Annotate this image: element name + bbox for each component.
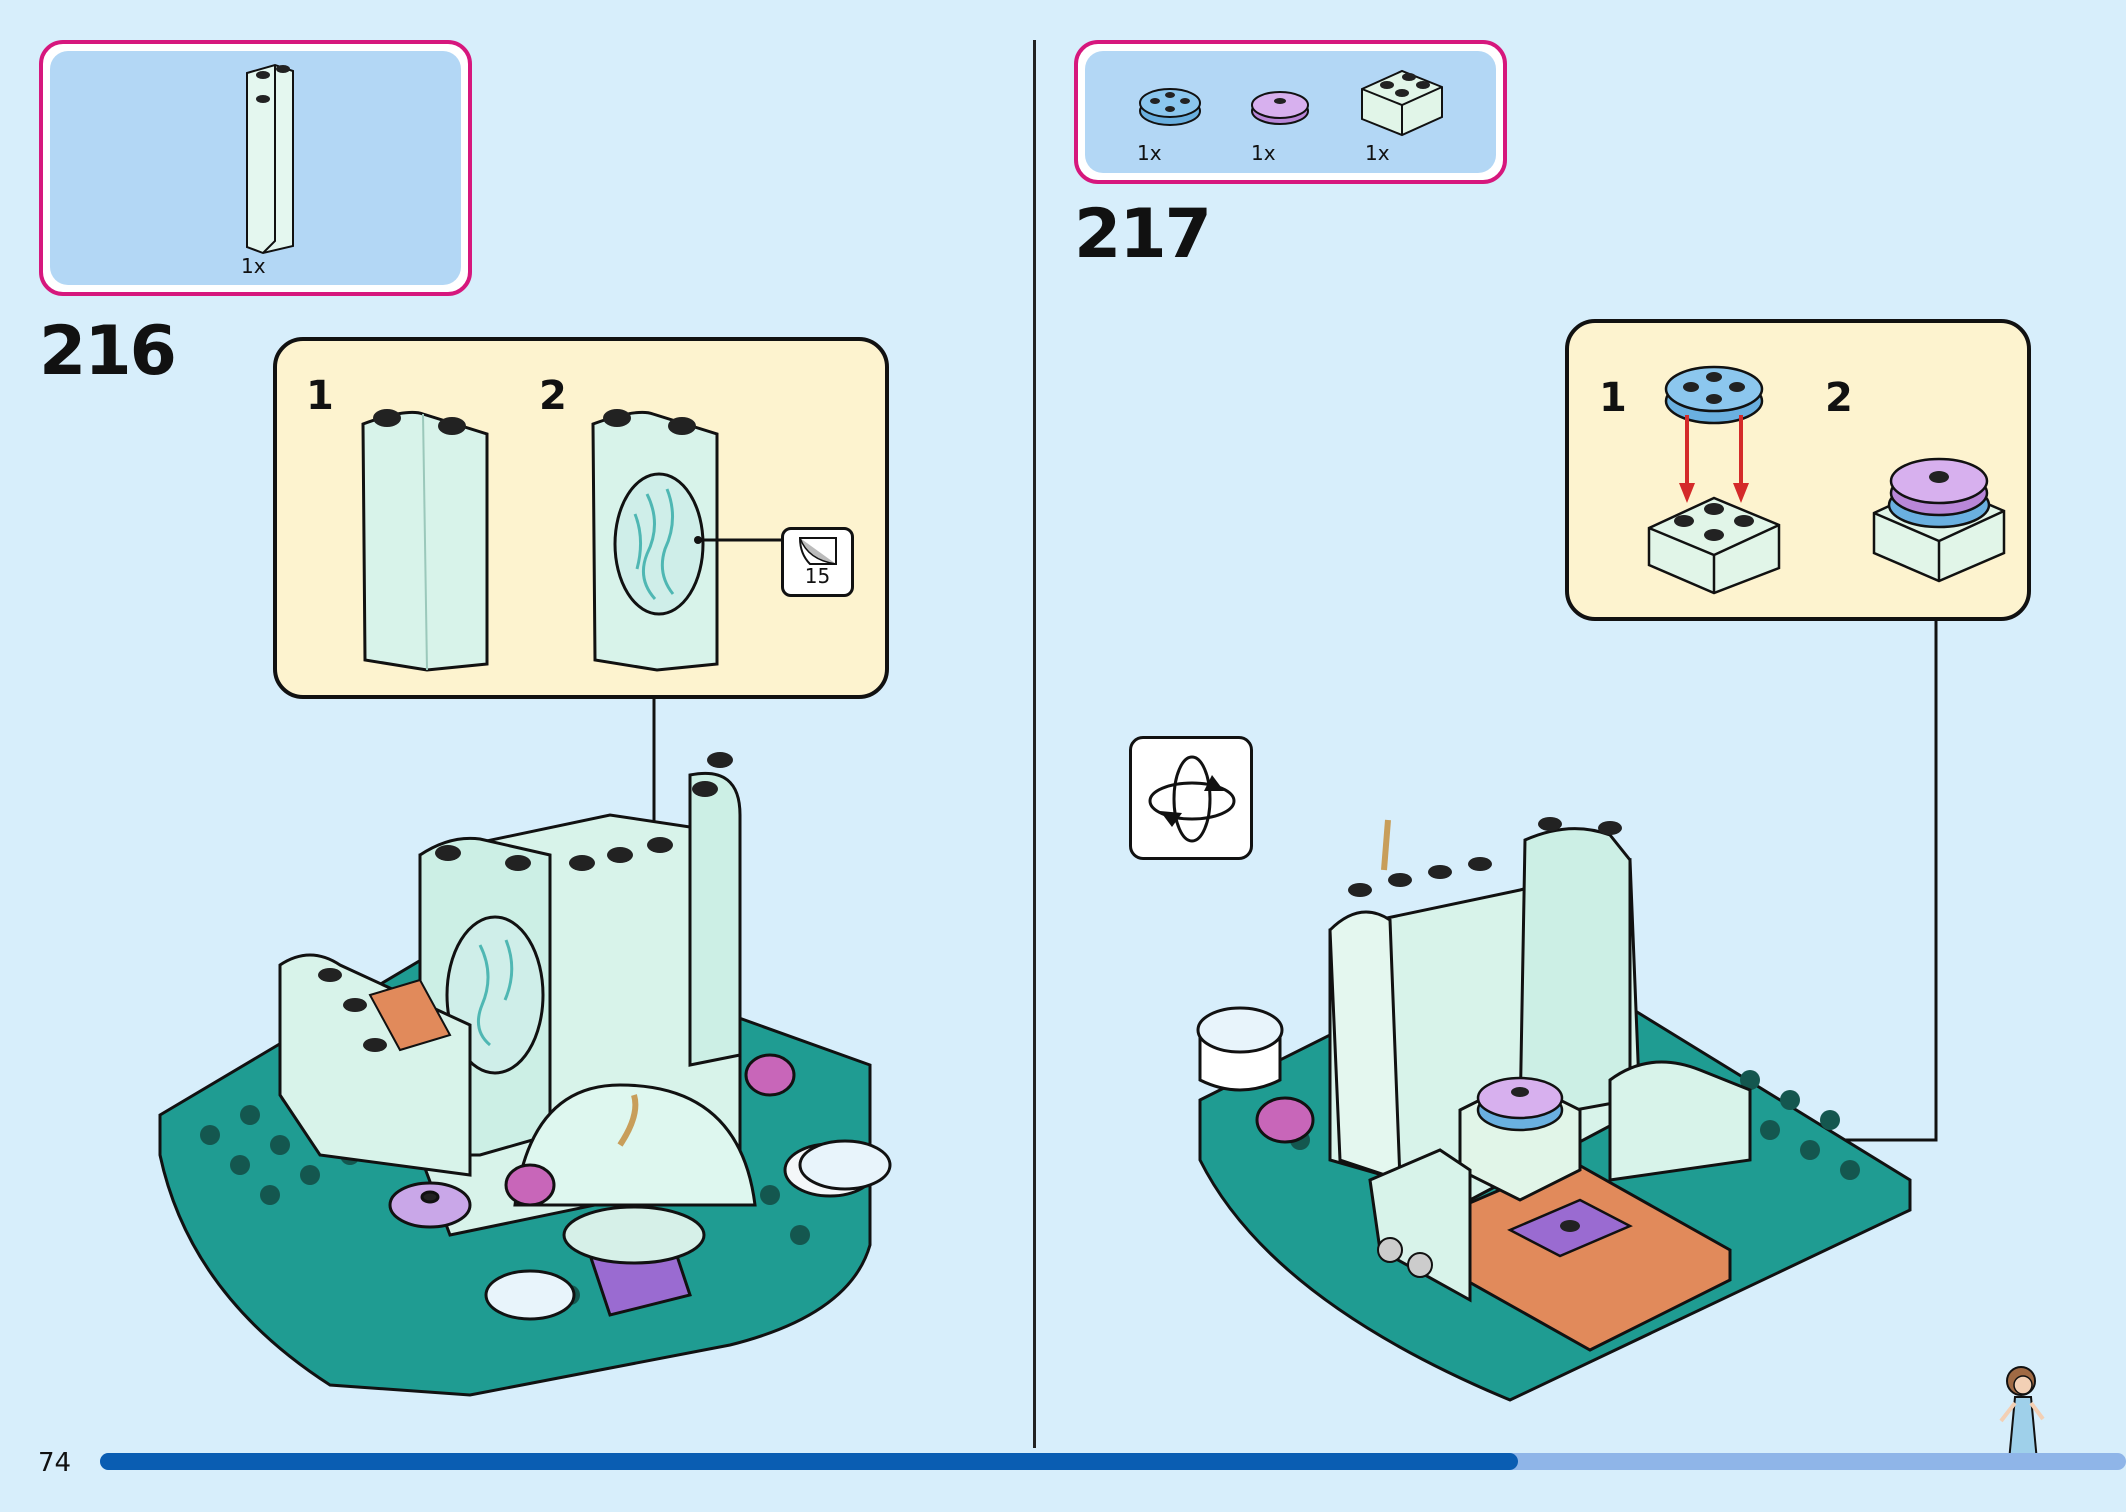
progress-bar: [100, 1453, 2126, 1470]
part-qty: 1x: [1137, 141, 1162, 165]
substep-label: 1: [306, 373, 334, 419]
curved-panel-sticker-icon: [591, 409, 719, 672]
model-illustration-217: [1196, 817, 1912, 1402]
parts-list-216: 1x: [39, 40, 472, 296]
parts-list-217: 1x 1x 1x: [1074, 40, 1507, 184]
parts-list-217-inner: 1x 1x 1x: [1085, 51, 1496, 173]
mini-doll-figure: [1999, 1366, 2045, 1462]
substep-label: 2: [1825, 375, 1853, 421]
lavender-round-tile-icon: [1251, 91, 1309, 125]
sticker-number: 15: [804, 564, 831, 588]
tile-on-plate-icon: [1872, 457, 2006, 583]
page-number: 74: [38, 1448, 72, 1478]
blue-round-plate-icon: [1139, 88, 1201, 126]
parts-list-216-inner: 1x: [50, 51, 461, 285]
rotate-model-box: [1129, 736, 1253, 860]
part-qty: 1x: [1365, 141, 1390, 165]
step-number-216: 216: [39, 312, 177, 391]
substep-label: 2: [539, 373, 567, 419]
rotate-model-icon: [1148, 755, 1236, 843]
mint-brick-icon: [1361, 69, 1443, 137]
model-illustration-216: [158, 752, 892, 1397]
part-qty: 1x: [1251, 141, 1276, 165]
curved-panel-icon: [361, 409, 489, 672]
page-divider: [1033, 40, 1036, 1448]
part-qty: 1x: [241, 254, 266, 278]
plate-onto-brick-icon: [1647, 365, 1781, 595]
sticker-leader-line: [694, 536, 792, 544]
substep-label: 1: [1599, 375, 1627, 421]
step-number-217: 217: [1074, 195, 1212, 274]
sticker-sheet-icon: [798, 537, 837, 565]
sticker-reference: 15: [781, 527, 854, 597]
progress-bar-fill: [100, 1453, 1519, 1470]
wall-panel-part-icon: [246, 63, 294, 255]
substep-callout-216: 1 2: [273, 337, 889, 699]
substep-callout-217: 1 2: [1565, 319, 2031, 621]
